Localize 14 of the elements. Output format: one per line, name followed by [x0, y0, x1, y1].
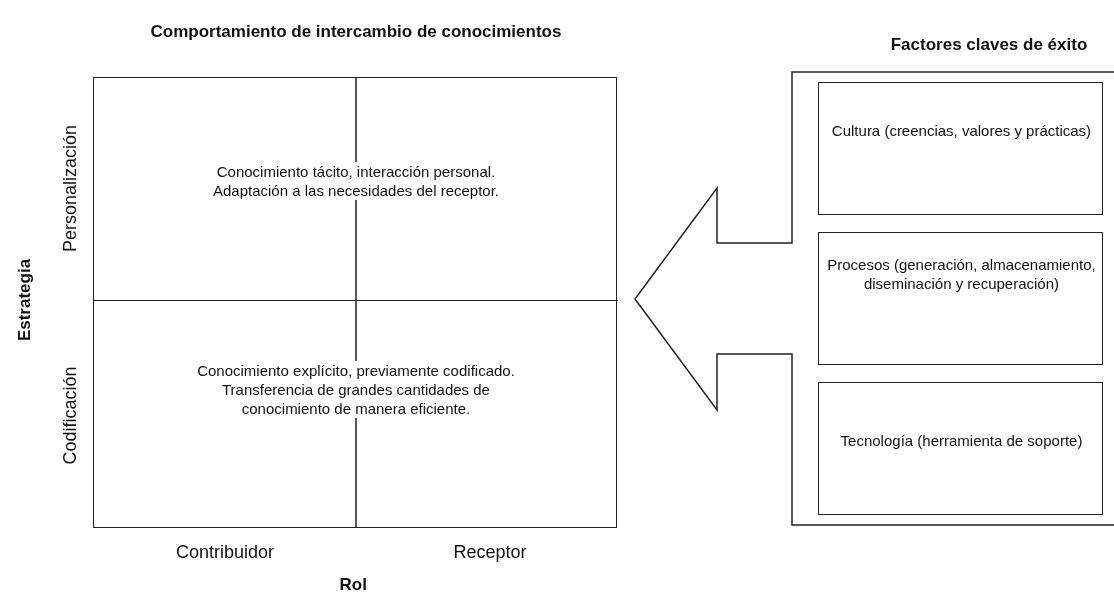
axis-title: Rol	[339, 575, 367, 595]
axis-category: Receptor	[453, 541, 527, 563]
factor-box	[818, 232, 1103, 365]
description-text: Cultura (creencias, valores y prácticas)	[830, 121, 1093, 140]
axis-category: Personalización	[59, 124, 81, 252]
axis-category: Contribuidor	[176, 541, 275, 563]
description-text: Procesos (generación, almacenamiento, diseminación y recuperación)	[826, 255, 1097, 293]
heading: Factores claves de éxito	[889, 34, 1089, 56]
heading: Comportamiento de intercambio de conocimientos	[149, 21, 563, 43]
factor-box	[818, 382, 1103, 515]
description-text: Tecnología (herramienta de soporte)	[839, 431, 1084, 450]
factor-box	[818, 82, 1103, 215]
axis-title: Estrategia	[15, 258, 36, 342]
axis-category: Codificación	[59, 365, 81, 465]
